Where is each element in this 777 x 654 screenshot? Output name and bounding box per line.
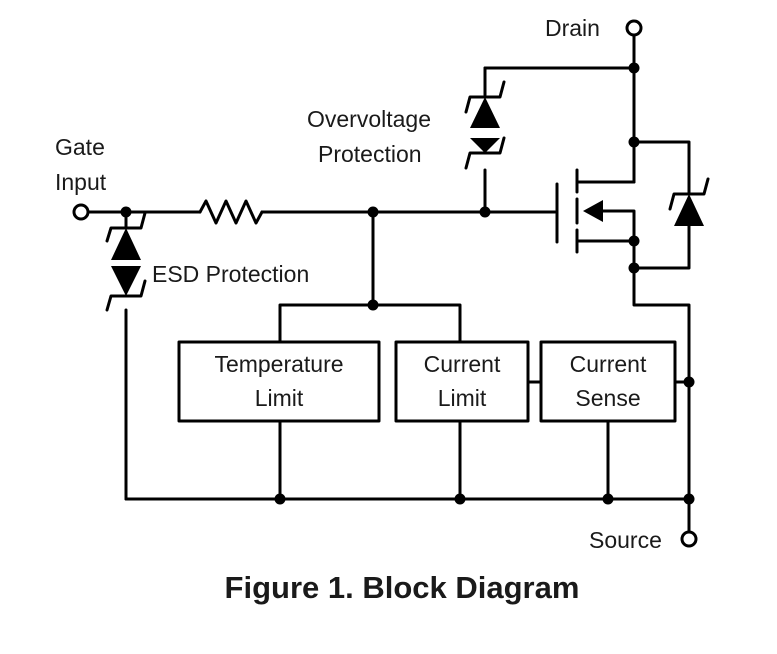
current-limit-block: [394, 340, 530, 423]
source-label: Source: [589, 527, 662, 553]
junction-dot: [602, 493, 614, 505]
esd-zener-triangle-1: [111, 228, 141, 260]
clamp-diode-upper-lead: [632, 140, 691, 196]
temperature-limit-label-line1: Temperature: [214, 351, 343, 377]
junction-dot: [367, 206, 379, 218]
junction-dot: [628, 235, 640, 247]
overvoltage-label-line2: Protection: [318, 141, 422, 167]
gate-bus-to-blocks: [278, 303, 462, 344]
current-sense-label-line2: Sense: [575, 385, 640, 411]
clamp-zener-triangle: [674, 194, 704, 226]
clamp-diode-lower-lead: [632, 224, 691, 270]
gate-input-terminal: [72, 203, 90, 221]
junction-dot: [683, 376, 695, 388]
mosfet-body-lead: [598, 209, 636, 243]
gate-input-label-line2: Input: [55, 169, 107, 195]
junction-dot: [683, 493, 695, 505]
junction-dot: [274, 493, 286, 505]
figure-caption: Figure 1. Block Diagram: [225, 570, 580, 605]
overvoltage-label-line1: Overvoltage: [307, 106, 431, 132]
current-limit-label-line1: Current: [424, 351, 501, 377]
gate-input-label-line1: Gate: [55, 134, 105, 160]
ov-zener-triangle-2: [470, 138, 500, 153]
current-limit-label-line2: Limit: [438, 385, 487, 411]
mosfet-arrow: [583, 200, 603, 222]
source-terminal: [680, 530, 698, 548]
drain-terminal: [625, 19, 643, 37]
junction-dot: [120, 206, 132, 218]
gate-resistor: [198, 199, 264, 225]
current-sense-label-line1: Current: [570, 351, 647, 377]
junction-dot: [628, 62, 640, 74]
temperature-limit-block: [177, 340, 381, 423]
junction-dot: [628, 262, 640, 274]
current-sense-block: [539, 340, 677, 423]
source-rail: [632, 266, 691, 501]
mosfet-source-lead: [575, 239, 636, 270]
junction-dot: [479, 206, 491, 218]
junction-dot: [367, 299, 379, 311]
ov-zener-triangle-1: [470, 97, 500, 128]
junction-dot: [628, 136, 640, 148]
junction-dot: [454, 493, 466, 505]
temperature-limit-label-line2: Limit: [255, 385, 304, 411]
esd-protection-label: ESD Protection: [152, 261, 309, 287]
esd-zener-triangle-2: [111, 266, 141, 296]
drain-label: Drain: [545, 15, 600, 41]
